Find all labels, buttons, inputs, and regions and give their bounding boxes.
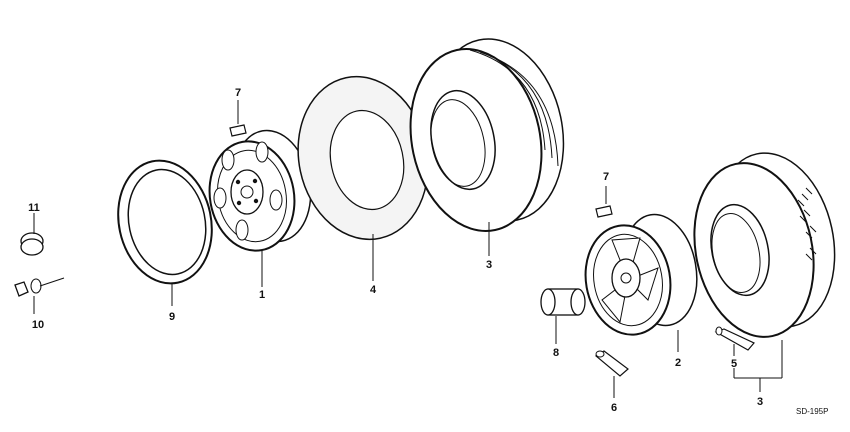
callout-5: 5 [731,358,737,370]
callout-7-lower: 7 [603,171,609,183]
tire-part-upper [409,38,565,232]
center-cap-part [540,288,586,316]
drawing-code: SD-195P [796,407,828,416]
callout-11: 11 [28,202,40,214]
trim-ring-part [117,159,213,285]
tube-valve-part [594,350,629,377]
wheel-bolt-part [14,277,65,297]
balance-weight-part-lower [595,205,613,218]
alloy-wheel-part [584,213,698,336]
cap-nut-part [20,232,44,256]
callout-labels: 7 11 10 9 1 4 3 7 8 2 5 6 3 SD-195P [28,87,828,416]
callout-10: 10 [32,319,44,331]
callout-7-upper: 7 [235,87,241,99]
steel-wheel-part [208,129,312,252]
callout-3-upper: 3 [486,259,492,271]
callout-4: 4 [370,284,377,296]
tire-part-lower [693,152,836,338]
leader-lines [33,100,783,398]
callout-2: 2 [675,357,681,369]
callout-1: 1 [259,289,265,301]
callout-9: 9 [169,311,175,323]
callout-3-lower: 3 [757,396,763,408]
callout-8: 8 [553,347,559,359]
balance-weight-part-upper [229,124,247,137]
callout-6: 6 [611,402,617,414]
tubeless-valve-part [714,326,755,351]
